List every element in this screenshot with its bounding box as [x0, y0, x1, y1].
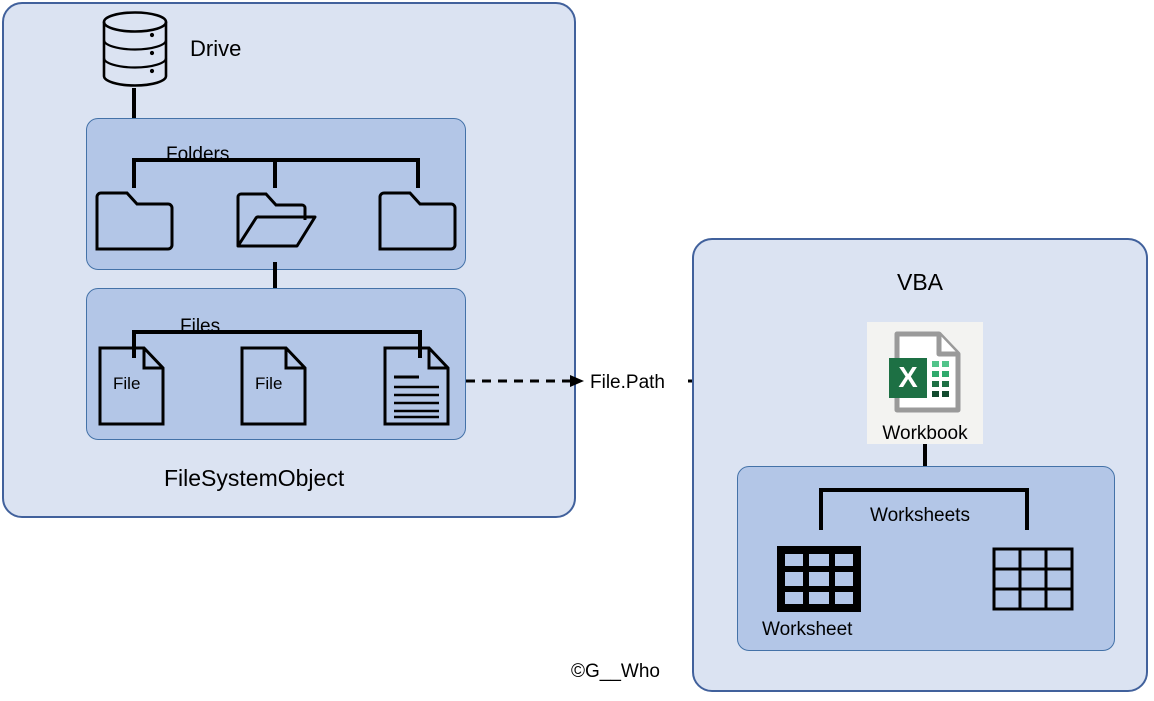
dashed-arrow-right-left [466, 374, 586, 388]
folder-closed-icon-1 [94, 190, 176, 252]
file-document-icon-1 [98, 346, 168, 426]
drive-label: Drive [190, 36, 242, 61]
files-panel [86, 288, 466, 440]
vba-label: VBA [897, 269, 944, 295]
files-tree-drop-1 [132, 330, 136, 358]
file-label-1: File [113, 374, 141, 393]
folder-open-icon [234, 190, 320, 252]
worksheet-grid-icon-bold [777, 546, 861, 612]
files-tree-bar [132, 330, 422, 334]
folder-closed-icon-2 [377, 190, 459, 252]
worksheets-label: Worksheets [870, 505, 970, 526]
folders-label: Folders [166, 144, 230, 165]
files-label: Files [180, 316, 221, 337]
file-label-2: File [255, 374, 283, 393]
file-document-lines-icon [383, 346, 453, 426]
file-document-icon-2 [240, 346, 310, 426]
folders-tree-drop-1 [132, 158, 136, 188]
copyright-label: ©G__Who [571, 661, 660, 682]
files-tree-drop-3 [418, 330, 422, 358]
drive-icon [101, 10, 169, 88]
folders-tree-drop-3 [416, 158, 420, 188]
svg-text:X: X [898, 362, 918, 394]
worksheet-grid-icon-thin [991, 546, 1075, 612]
worksheet-label: Worksheet [762, 619, 853, 640]
worksheets-tree-bar [819, 488, 1029, 492]
worksheets-tree-drop-2 [1025, 488, 1029, 530]
filesystemobject-label: FileSystemObject [164, 465, 345, 491]
file-path-label: File.Path [590, 372, 665, 393]
worksheets-tree-drop-1 [819, 488, 823, 530]
excel-workbook-icon: X [885, 330, 965, 416]
folders-tree-drop-2 [273, 158, 277, 188]
workbook-label: Workbook [882, 423, 968, 444]
